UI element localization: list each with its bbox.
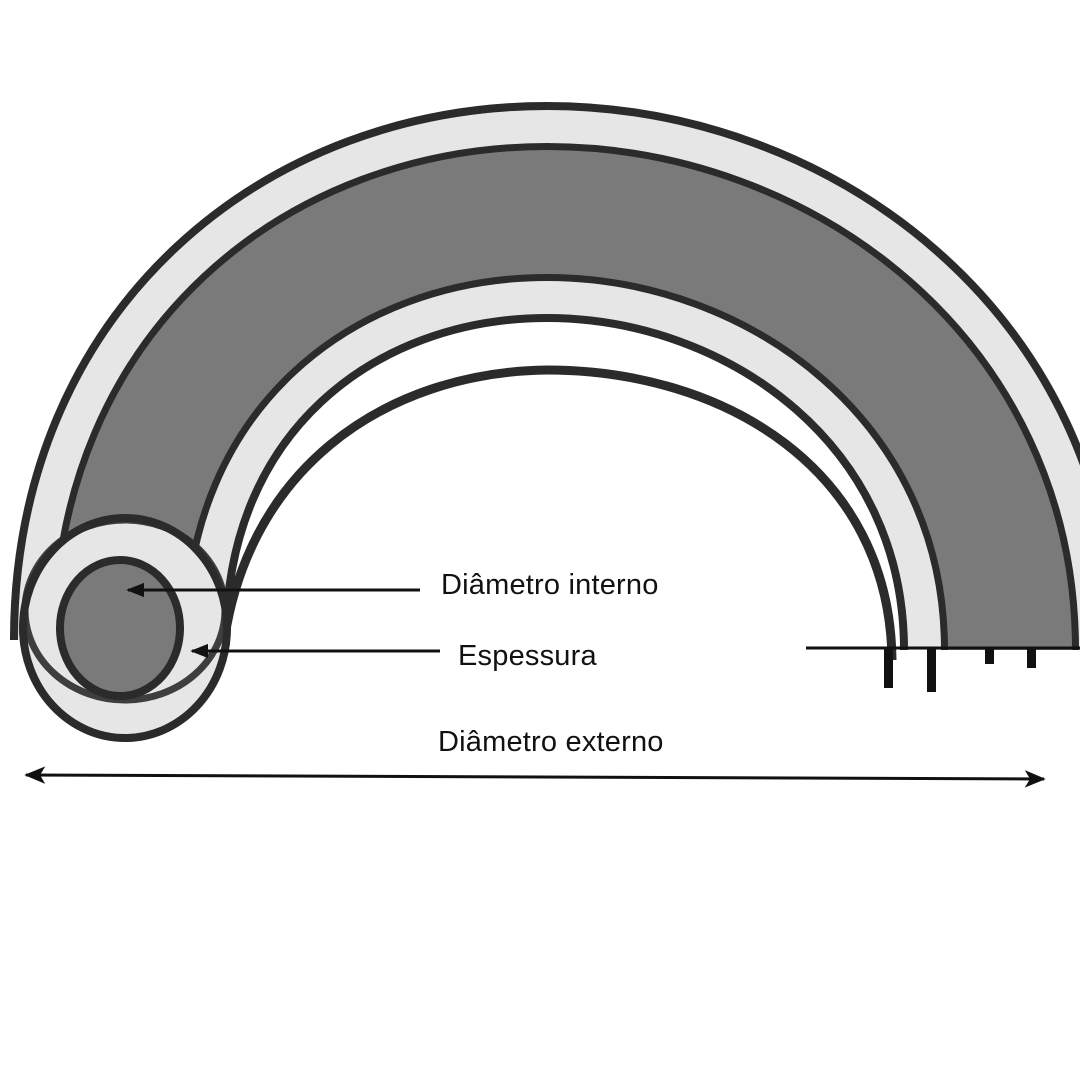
ring-hole <box>230 378 890 700</box>
end-tick-2 <box>927 648 936 692</box>
ring-hole-edge <box>217 365 897 661</box>
inner-diameter-label: Diâmetro interno <box>441 569 659 601</box>
ring-bore-fill <box>58 149 1072 652</box>
end-tick-1 <box>884 648 893 688</box>
o-ring-arc <box>10 101 1080 653</box>
end-marks <box>806 646 1080 692</box>
end-tick-4 <box>1027 648 1036 668</box>
outer-diameter-label: Diâmetro externo <box>438 726 664 758</box>
cross-section-inner <box>56 556 184 700</box>
cross-section-wall-ring <box>21 516 229 704</box>
thickness-label: Espessura <box>458 640 597 672</box>
end-tick-3 <box>985 648 994 664</box>
outer-diameter-arrow <box>24 766 1046 788</box>
cross-section <box>19 514 231 742</box>
